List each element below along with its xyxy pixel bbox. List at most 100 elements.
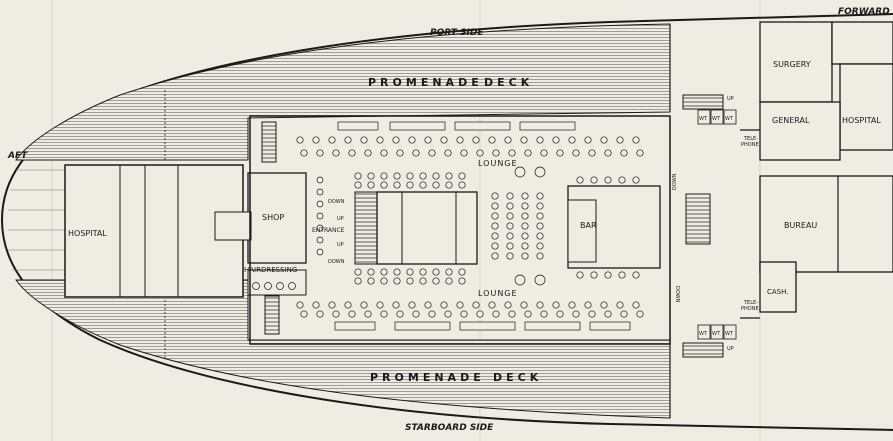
lounge-sofa [334, 321, 376, 331]
forward-label: FORWARD [838, 7, 890, 17]
forward-walls [669, 24, 839, 418]
wt-label-6: WT [725, 331, 734, 337]
lounge-chair [540, 149, 548, 157]
lounge-chair [600, 136, 608, 144]
lounge-chair [393, 181, 401, 189]
aft-stair-top [261, 121, 277, 163]
lounge-chair [618, 176, 626, 184]
lounge-chair [584, 136, 592, 144]
bureau-label: BUREAU [784, 221, 817, 230]
lounge-chair [508, 310, 516, 318]
telephone-bottom-2: PHONE [741, 306, 759, 312]
lounge-chair [296, 136, 304, 144]
lounge-chair [367, 181, 375, 189]
lounge-chair [588, 310, 596, 318]
lounge-chair [364, 310, 372, 318]
lounge-chair [536, 242, 544, 250]
lounge-sofa [524, 321, 581, 331]
lounge-chair [419, 268, 427, 276]
lounge-chair [620, 310, 628, 318]
lounge-chair [380, 181, 388, 189]
lounge-chair [393, 172, 401, 180]
lounge-chair [556, 310, 564, 318]
port-side-label: PORT SIDE [430, 28, 484, 38]
lounge-chair [344, 136, 352, 144]
lounge-chair [393, 268, 401, 276]
lounge-chair [458, 277, 466, 285]
lounge-chair [354, 277, 362, 285]
lounge-chair [536, 232, 544, 240]
lounge-chair [508, 149, 516, 157]
wt-boxes-top [697, 109, 737, 125]
lounge-chair [316, 248, 324, 256]
lounge-chair [458, 268, 466, 276]
lounge-chair [616, 301, 624, 309]
lounge-chair [584, 301, 592, 309]
lounge-chair [376, 301, 384, 309]
lounge-chair [440, 301, 448, 309]
lounge-chair [534, 274, 546, 286]
lounge-chair [506, 222, 514, 230]
up-label-bottom: UP [727, 346, 734, 352]
lounge-chair [367, 268, 375, 276]
lounge-chair [491, 242, 499, 250]
general-label: GENERAL [772, 116, 810, 125]
forward-hospital-label: HOSPITAL [842, 116, 881, 125]
lounge-chair [424, 136, 432, 144]
lounge-sofa [394, 321, 451, 331]
lounge-chair [332, 149, 340, 157]
lounge-chair [520, 301, 528, 309]
lounge-chair [604, 149, 612, 157]
lounge-chair [360, 136, 368, 144]
lounge-chair [458, 181, 466, 189]
lounge-chair [572, 149, 580, 157]
lounge-chair [380, 149, 388, 157]
lounge-chair [408, 301, 416, 309]
lounge-chair [300, 310, 308, 318]
lounge-chair [491, 212, 499, 220]
up-label-top: UP [727, 96, 734, 102]
cash-label: CASH. [767, 288, 789, 296]
lounge-chair [540, 310, 548, 318]
aft-deck-lines [8, 169, 65, 271]
lounge-chair [568, 301, 576, 309]
lounge-chair [419, 172, 427, 180]
lounge-chair [396, 149, 404, 157]
lounge-chair [406, 268, 414, 276]
starboard-side-label: STARBOARD SIDE [405, 423, 494, 433]
promenade-deck-starboard [15, 279, 671, 419]
lounge-chair [514, 166, 526, 178]
lounge-chairs [252, 121, 644, 331]
wt-label-4: WT [699, 331, 708, 337]
forward-compartments [759, 21, 893, 313]
lounge-chair [424, 301, 432, 309]
lounge-chair [521, 212, 529, 220]
lounge-chair [506, 202, 514, 210]
lounge-chair [488, 301, 496, 309]
lounge-chair [348, 149, 356, 157]
lounge-chair [444, 310, 452, 318]
lounge-chair [604, 271, 612, 279]
lounge-chair [408, 136, 416, 144]
lounge-chair [632, 176, 640, 184]
lounge-chair [521, 242, 529, 250]
down-label-bar-top: DOWN [672, 173, 678, 190]
lounge-chair [380, 277, 388, 285]
lounge-chair [445, 181, 453, 189]
lounge-chair [312, 136, 320, 144]
lounge-chair [504, 301, 512, 309]
lounge-chair [476, 310, 484, 318]
aft-stair-bottom [264, 295, 280, 335]
lounge-chair [288, 282, 296, 290]
lounge-chair [632, 136, 640, 144]
lounge-chair [588, 149, 596, 157]
lounge-chair [252, 282, 260, 290]
lounge-chair [376, 136, 384, 144]
lounge-chair [618, 271, 626, 279]
lounge-chair [472, 136, 480, 144]
lounge-chair [620, 149, 628, 157]
lounge-chair [276, 282, 284, 290]
lounge-chair [491, 232, 499, 240]
telephone-top-2: TELE- [743, 300, 758, 306]
